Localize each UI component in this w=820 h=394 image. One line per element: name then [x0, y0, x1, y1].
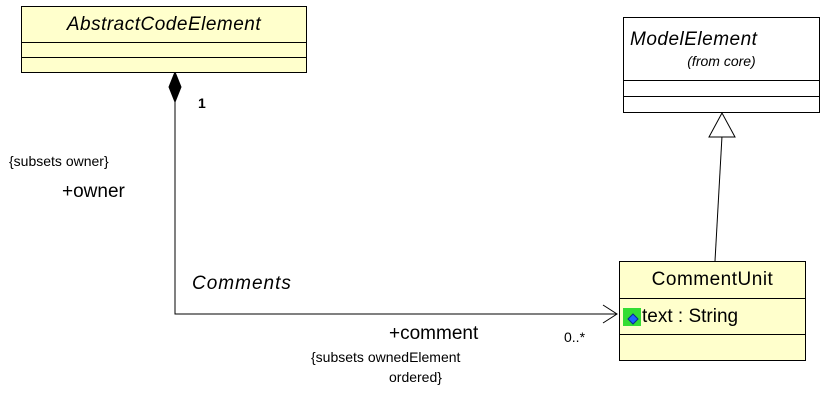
class-name: CommentUnit [620, 262, 805, 299]
operations-compartment [620, 335, 805, 360]
attributes-compartment: text : String [620, 299, 805, 335]
package-label: (from core) [687, 53, 756, 69]
comment-constraint-line2: ordered} [389, 369, 442, 385]
operations-compartment [624, 97, 819, 112]
class-name: ModelElement [630, 29, 758, 50]
class-comment-unit[interactable]: CommentUnit text : String [619, 261, 806, 361]
owner-constraint: {subsets owner} [9, 153, 109, 169]
comment-constraint-line1: {subsets ownedElement [311, 349, 461, 365]
attributes-compartment [624, 81, 819, 97]
owner-multiplicity: 1 [198, 95, 206, 111]
class-name: AbstractCodeElement [22, 7, 306, 43]
attribute-text: text : String [642, 305, 739, 327]
owner-role-label: +owner [62, 181, 125, 202]
class-abstract-code-element[interactable]: AbstractCodeElement [21, 6, 307, 73]
operations-compartment [22, 58, 306, 72]
association-name: Comments [192, 273, 292, 294]
generalization-triangle [708, 111, 736, 138]
class-name-compartment: ModelElement (from core) [624, 18, 819, 81]
composition-association-line [174, 102, 617, 315]
public-attribute-icon [623, 307, 641, 326]
class-model-element[interactable]: ModelElement (from core) [623, 17, 820, 113]
composition-diamond [168, 70, 182, 104]
generalization-line [714, 135, 723, 262]
attributes-compartment [22, 43, 306, 58]
comment-role-label: +comment [389, 323, 479, 344]
navigability-arrowhead [602, 304, 618, 324]
comment-multiplicity: 0..* [564, 329, 586, 345]
